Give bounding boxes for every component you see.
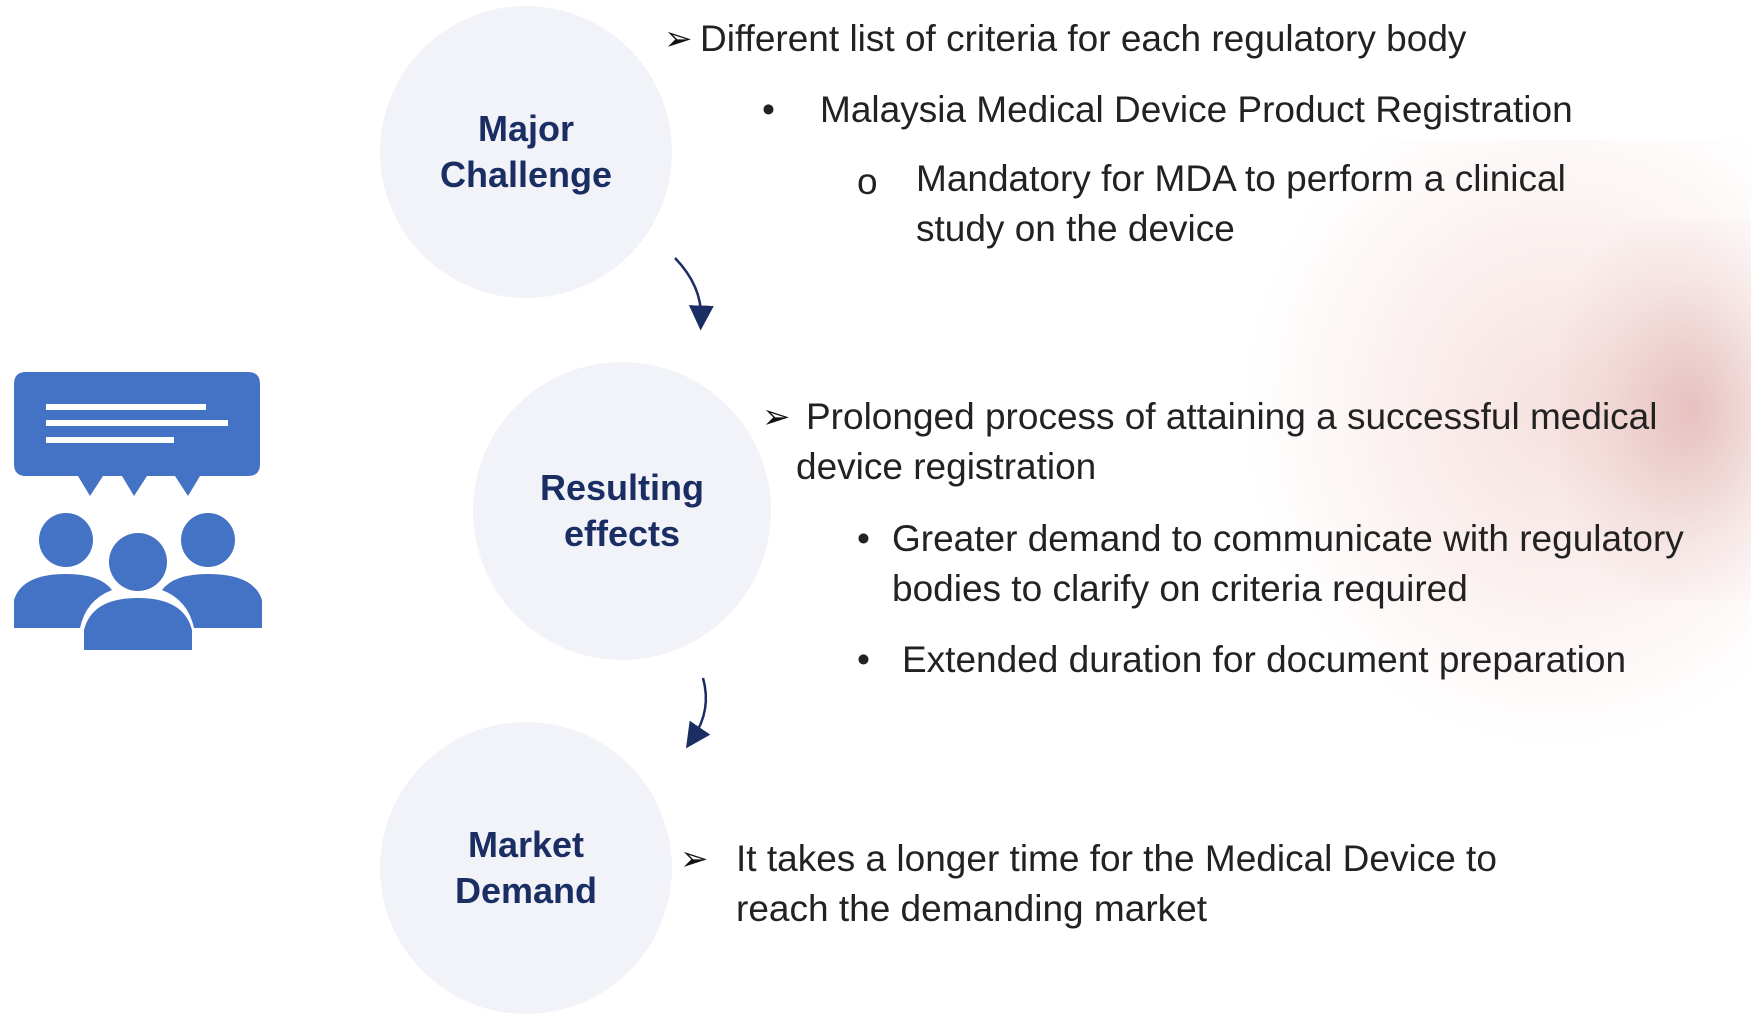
- effects-headline-line2: device registration: [796, 446, 1097, 487]
- node-label: Resulting effects: [539, 467, 704, 554]
- challenge-bullet: Malaysia Medical Device Product Registra…: [820, 89, 1573, 130]
- challenge-sub-bullet-line1: Mandatory for MDA to perform a clinical: [916, 158, 1566, 199]
- effects-bullet2: Extended duration for document preparati…: [902, 639, 1627, 680]
- bullet-marker: •: [762, 89, 775, 130]
- arrow-bullet-icon: ➢: [680, 840, 709, 878]
- arrow-challenge-to-effects: [674, 257, 714, 331]
- discussion-group-icon: [14, 372, 262, 650]
- arrow-effects-to-demand: [685, 677, 711, 749]
- node-resulting-effects: Resulting effects: [473, 362, 771, 660]
- effects-bullet1-line1: Greater demand to communicate with regul…: [892, 518, 1684, 559]
- sub-bullet-marker: o: [857, 161, 878, 202]
- effects-bullet1-line2: bodies to clarify on criteria required: [892, 568, 1468, 609]
- demand-headline-line1: It takes a longer time for the Medical D…: [736, 838, 1497, 879]
- challenge-sub-bullet-line2: study on the device: [916, 208, 1235, 249]
- node-market-demand: Market Demand: [380, 722, 672, 1014]
- arrow-bullet-icon: ➢: [664, 20, 693, 58]
- effects-headline-line1: Prolonged process of attaining a success…: [806, 396, 1658, 437]
- bullet-marker: •: [857, 639, 870, 680]
- challenge-headline: Different list of criteria for each regu…: [700, 18, 1467, 59]
- node-label: Major Challenge: [439, 108, 613, 195]
- background-decoration-accent: [1560, 220, 1751, 600]
- bullet-marker: •: [857, 518, 870, 559]
- demand-headline-line2: reach the demanding market: [736, 888, 1207, 929]
- node-major-challenge: Major Challenge: [380, 6, 672, 298]
- node-label: Market Demand: [454, 824, 598, 911]
- background-decoration: [1250, 140, 1751, 740]
- arrow-bullet-icon: ➢: [762, 398, 791, 436]
